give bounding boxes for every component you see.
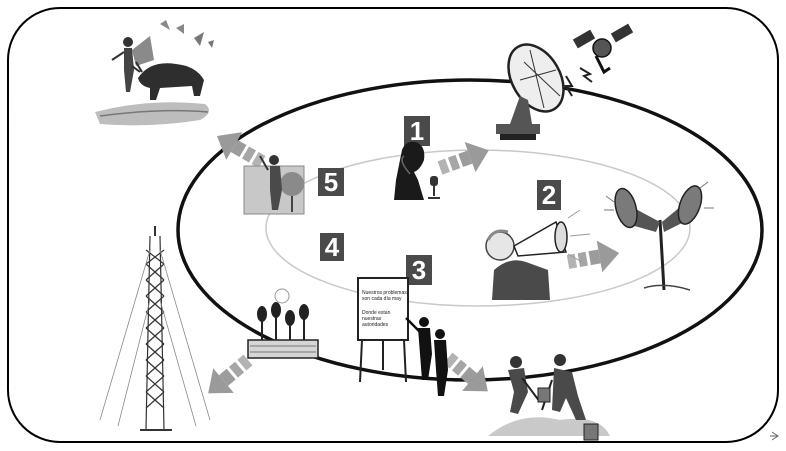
board-line-4: nuestras xyxy=(362,316,382,322)
board-line-2: son cada día may xyxy=(362,296,402,302)
board-line-1: Nuestros problemas xyxy=(362,290,407,296)
loudspeaker-horns-icon xyxy=(604,181,714,291)
step-number-4: 4 xyxy=(325,232,340,262)
step-number-1: 1 xyxy=(410,116,424,146)
step-number-2: 2 xyxy=(542,180,556,210)
outer-frame xyxy=(7,7,779,443)
workers-digging-icon xyxy=(488,354,610,441)
step-badge-3: 3 xyxy=(406,255,432,285)
corner-mark xyxy=(770,431,779,441)
step-number-3: 3 xyxy=(412,255,426,285)
step-badge-4: 4 xyxy=(320,232,344,262)
step-badge-5: 5 xyxy=(318,167,344,197)
radio-tower-icon xyxy=(99,226,211,431)
megaphone-man-icon xyxy=(485,209,591,300)
satellite-dish-icon xyxy=(496,43,593,140)
board-line-3: Donde estan xyxy=(362,310,391,316)
microphones-press-icon xyxy=(247,288,319,359)
step-badge-2: 2 xyxy=(537,180,561,210)
step-badge-1: 1 xyxy=(404,116,430,146)
satellite-icon xyxy=(572,23,634,75)
step-number-5: 5 xyxy=(324,167,338,197)
board-line-5: autoridades xyxy=(362,322,389,328)
presenter-board-icon: Nuestros problemas son cada día may Dond… xyxy=(357,277,448,396)
speaker-with-headset-icon xyxy=(394,141,440,200)
bullfighter-icon xyxy=(95,20,214,126)
man-with-tree-icon xyxy=(243,155,305,215)
